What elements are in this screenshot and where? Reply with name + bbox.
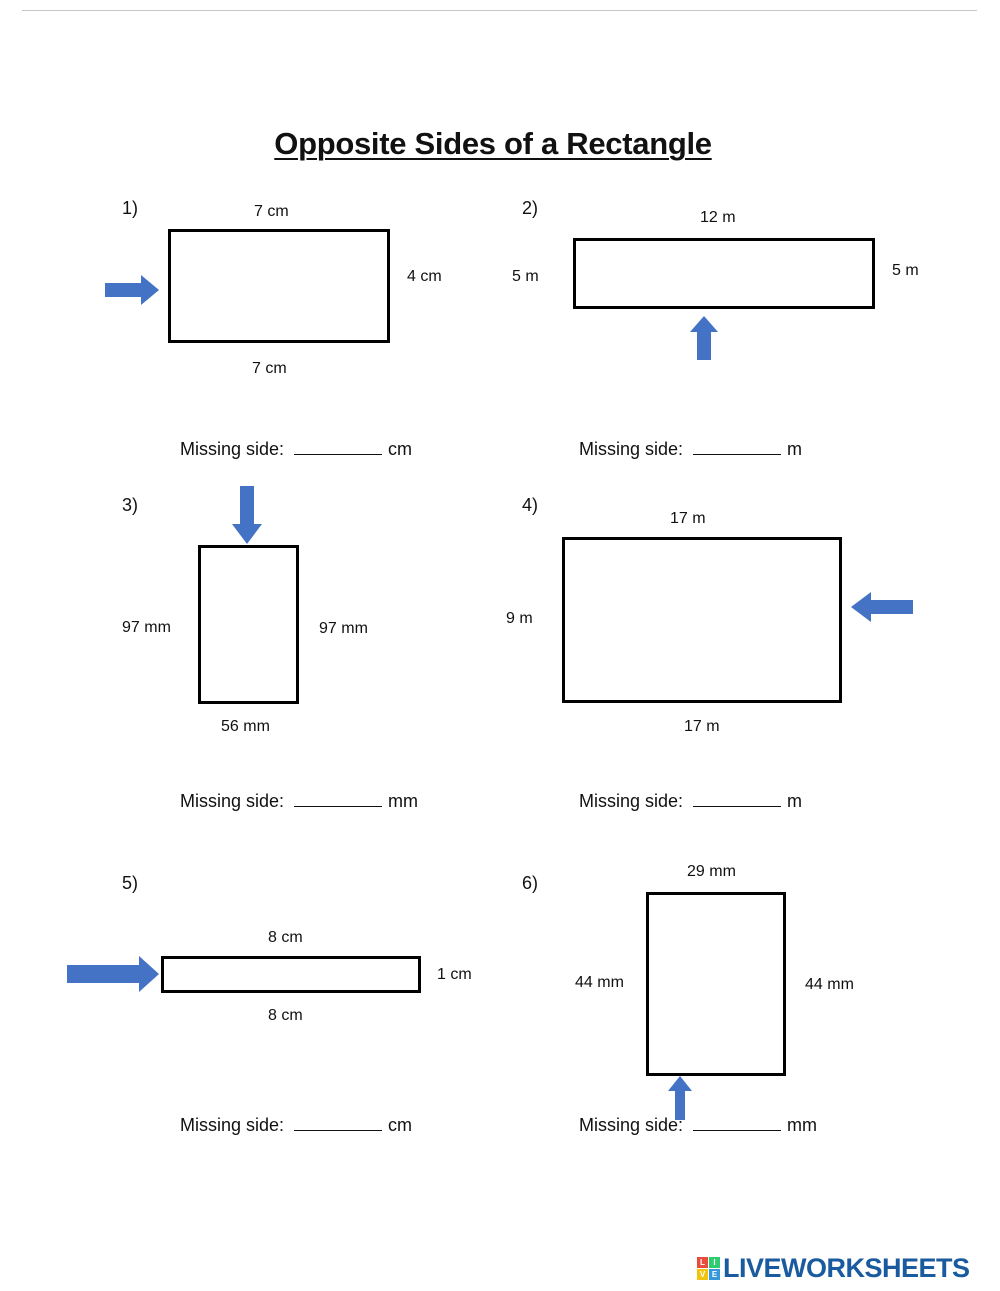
- side-label-right: 44 mm: [805, 976, 854, 993]
- answer-prefix: Missing side:: [579, 1115, 684, 1135]
- rectangle: [198, 545, 299, 704]
- top-divider: [22, 10, 977, 11]
- logo-letter: V: [697, 1269, 708, 1280]
- arrow-left-icon: [851, 592, 913, 622]
- side-label-right: 97 mm: [319, 620, 368, 637]
- answer-prefix: Missing side:: [180, 439, 285, 459]
- problem-number: 6): [522, 873, 539, 893]
- answer-blank[interactable]: [693, 1116, 782, 1131]
- logo-letter: L: [697, 1257, 708, 1268]
- arrow-up-icon: [668, 1076, 692, 1120]
- side-label-top: 17 m: [670, 510, 706, 527]
- problem-number: 1): [122, 198, 139, 218]
- liveworksheets-brand: L I V E LIVEWORKSHEETS: [697, 1253, 970, 1284]
- answer-unit: mm: [787, 1115, 818, 1135]
- answer-unit: m: [787, 791, 803, 811]
- side-label-bottom: 17 m: [684, 718, 720, 735]
- arrow-down-icon: [232, 486, 262, 544]
- answer-blank[interactable]: [294, 1116, 383, 1131]
- side-label-top: 7 cm: [254, 203, 289, 220]
- side-label-bottom: 7 cm: [252, 360, 287, 377]
- answer-line: Missing side: mm: [180, 791, 418, 812]
- rectangle: [562, 537, 842, 703]
- answer-unit: m: [787, 439, 803, 459]
- rectangle: [573, 238, 875, 309]
- problem-number: 2): [522, 198, 539, 218]
- worksheet-title: Opposite Sides of a Rectangle: [274, 126, 712, 161]
- side-label-left: 44 mm: [575, 974, 624, 991]
- answer-unit: mm: [388, 791, 419, 811]
- side-label-left: 5 m: [512, 268, 539, 285]
- side-label-right: 5 m: [892, 262, 919, 279]
- answer-blank[interactable]: [294, 440, 383, 455]
- side-label-bottom: 8 cm: [268, 1007, 303, 1024]
- answer-line: Missing side: m: [579, 791, 802, 812]
- side-label-top: 29 mm: [687, 863, 736, 880]
- answer-prefix: Missing side:: [180, 791, 285, 811]
- rectangle: [168, 229, 390, 343]
- problem-number: 4): [522, 495, 539, 515]
- rectangle: [161, 956, 421, 993]
- answer-line: Missing side: mm: [579, 1115, 817, 1136]
- arrow-right-icon: [105, 275, 159, 305]
- answer-prefix: Missing side:: [579, 439, 684, 459]
- side-label-top: 8 cm: [268, 929, 303, 946]
- side-label-left: 9 m: [506, 610, 533, 627]
- answer-unit: cm: [388, 1115, 413, 1135]
- brand-name: LIVEWORKSHEETS: [723, 1253, 970, 1283]
- arrow-right-icon: [67, 956, 159, 992]
- answer-unit: cm: [388, 439, 413, 459]
- problem-number: 3): [122, 495, 139, 515]
- answer-prefix: Missing side:: [180, 1115, 285, 1135]
- side-label-right: 4 cm: [407, 268, 442, 285]
- side-label-left: 97 mm: [122, 619, 171, 636]
- answer-line: Missing side: cm: [180, 1115, 412, 1136]
- problem-number: 5): [122, 873, 139, 893]
- answer-blank[interactable]: [294, 792, 383, 807]
- side-label-top: 12 m: [700, 209, 736, 226]
- arrow-up-icon: [690, 316, 718, 360]
- rectangle: [646, 892, 786, 1076]
- answer-line: Missing side: cm: [180, 439, 412, 460]
- answer-blank[interactable]: [693, 440, 782, 455]
- liveworksheets-logo-icon: L I V E: [697, 1257, 720, 1280]
- logo-letter: I: [709, 1257, 720, 1268]
- side-label-bottom: 56 mm: [221, 718, 270, 735]
- answer-prefix: Missing side:: [579, 791, 684, 811]
- answer-line: Missing side: m: [579, 439, 802, 460]
- side-label-right: 1 cm: [437, 966, 472, 983]
- logo-letter: E: [709, 1269, 720, 1280]
- answer-blank[interactable]: [693, 792, 782, 807]
